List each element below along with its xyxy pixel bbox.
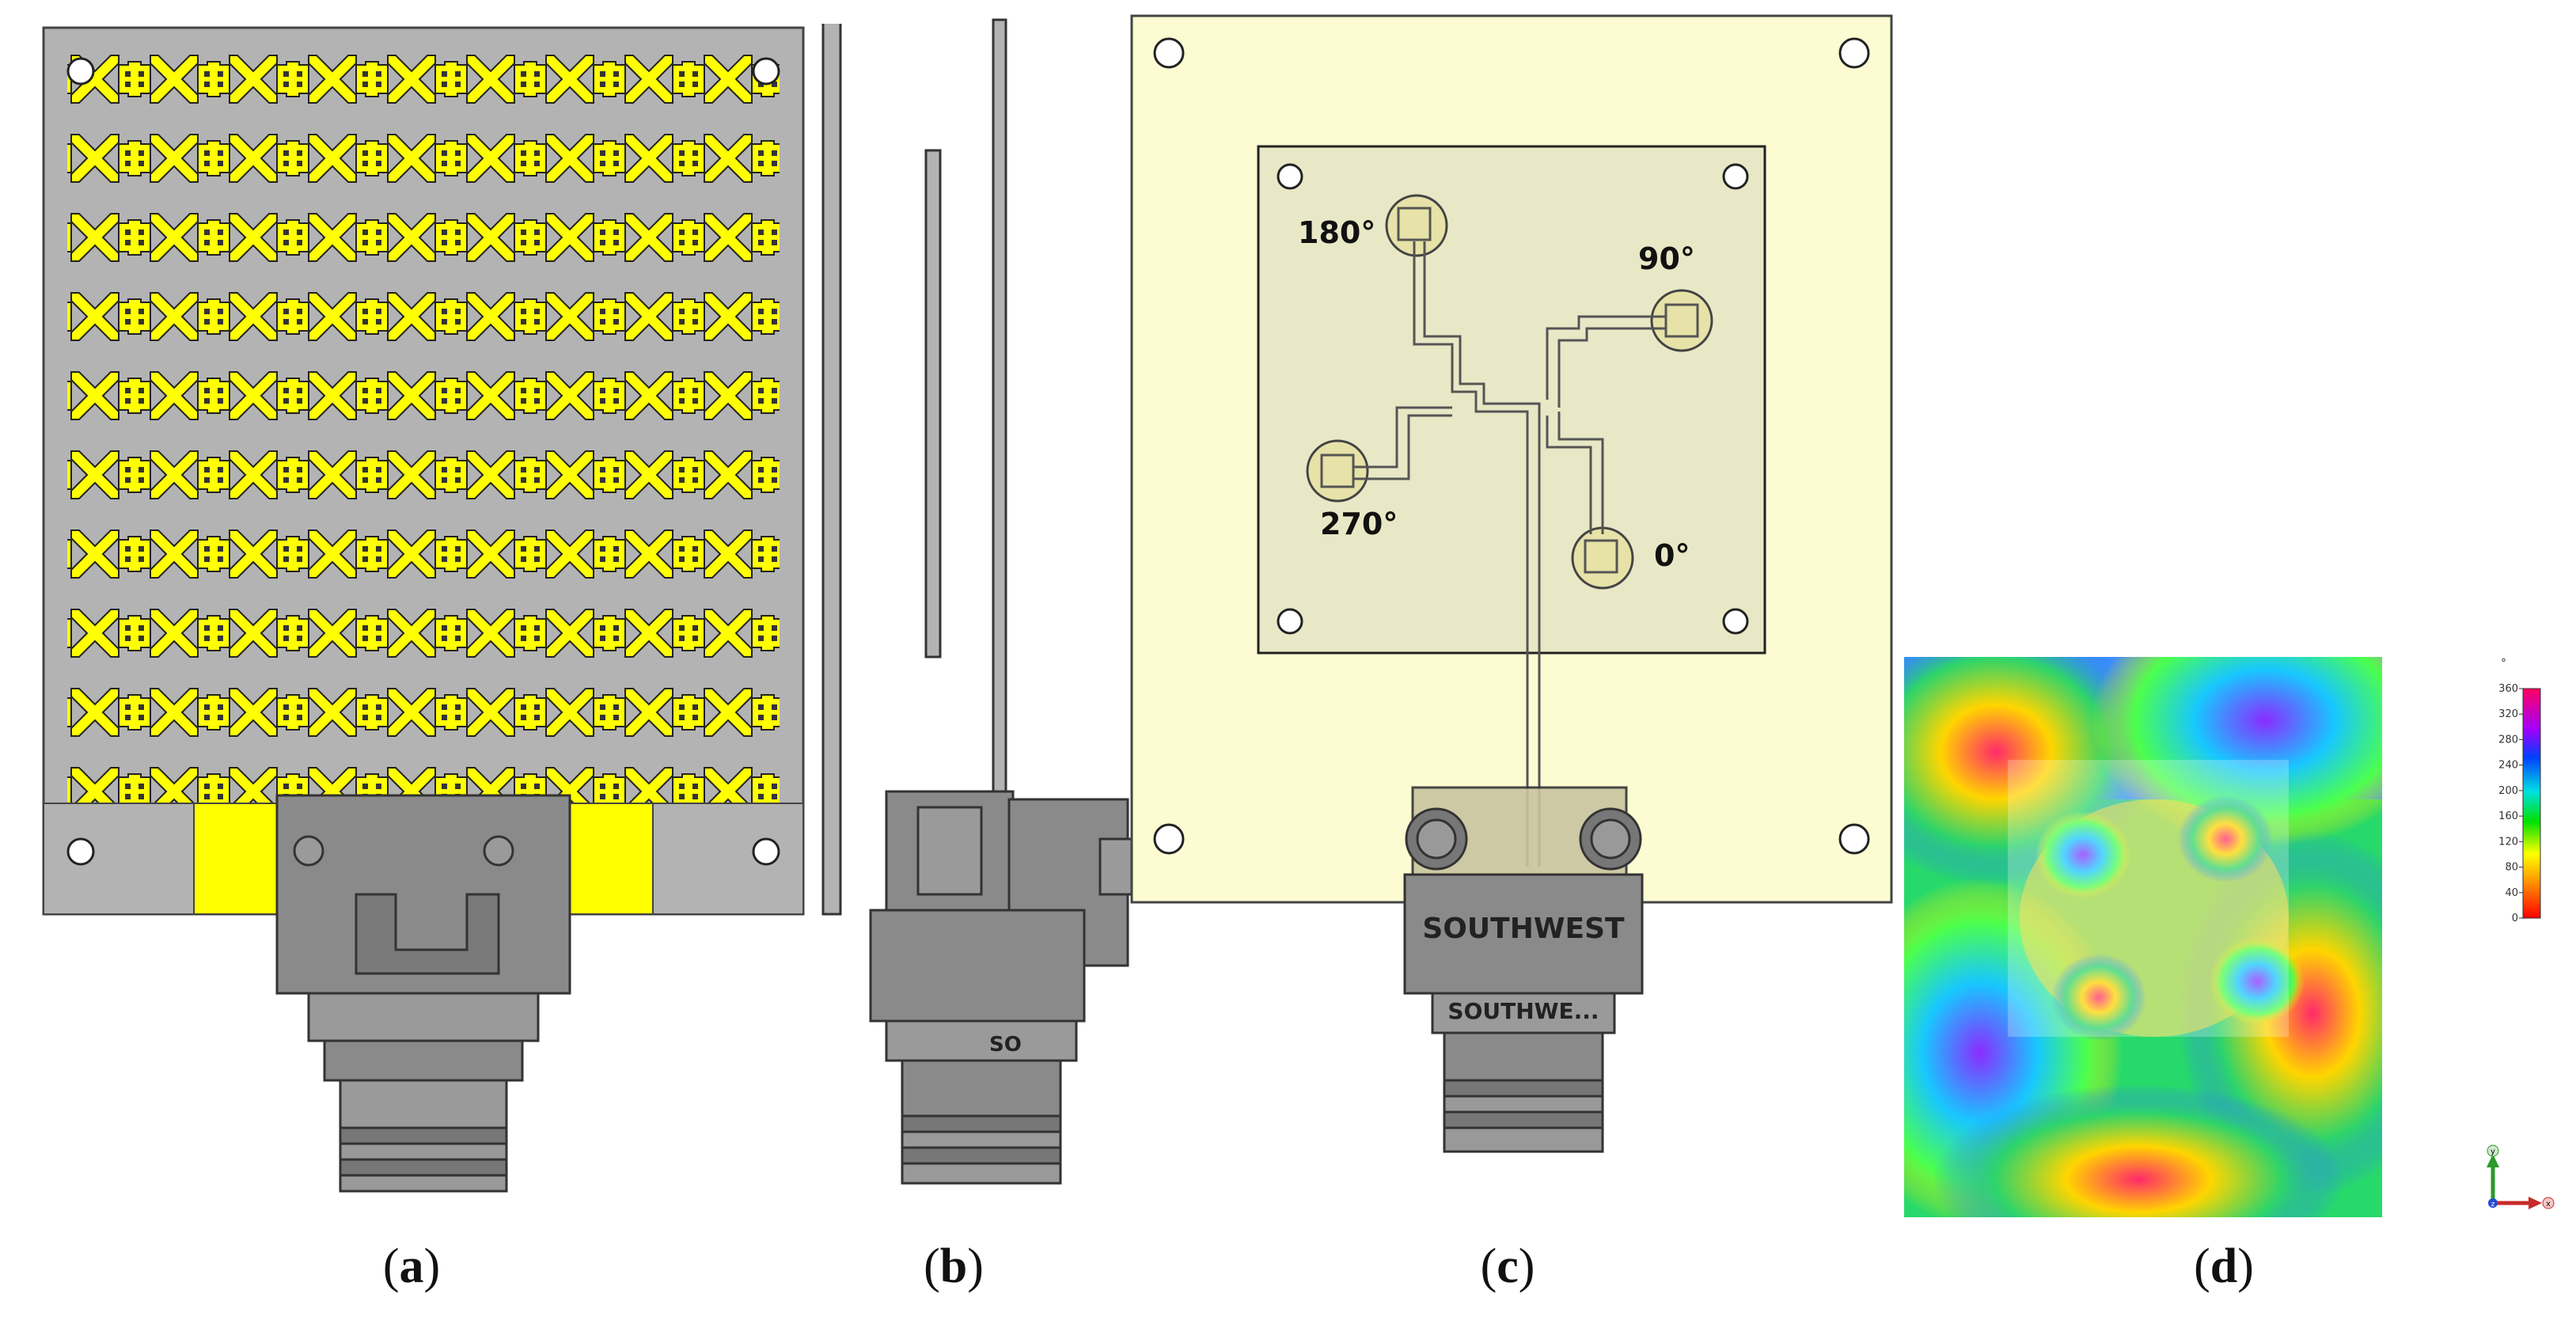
connector-brand-lower: SOUTHWE... <box>1447 998 1599 1024</box>
colorbar-tick-label: 200 <box>2498 785 2518 797</box>
colorbar-tick-label: 240 <box>2498 760 2518 772</box>
colorbar-tick-label: 80 <box>2505 862 2518 874</box>
connector-brand-fragment: SO <box>989 1033 1022 1057</box>
axis-z-label: z <box>2491 1201 2495 1209</box>
colorbar-tick-label: 320 <box>2498 708 2518 720</box>
connector-side <box>869 790 1133 1185</box>
colorbar-tick-label: 0 <box>2512 913 2518 924</box>
phase-distribution-plot: ° 360 320 280 240 200 160 120 80 40 0 y z x <box>1904 657 2555 1217</box>
colorbar <box>2522 688 2541 919</box>
feed-line <box>1423 241 1541 867</box>
sma-connector <box>275 794 571 1193</box>
metasurface-array <box>67 51 780 803</box>
connector-brand: SOUTHWEST <box>1422 913 1625 945</box>
mounting-hole <box>1722 163 1749 190</box>
patch-180 <box>1385 194 1448 257</box>
phase-label-0: 0° <box>1654 538 1690 573</box>
phase-label-180: 180° <box>1298 215 1375 250</box>
feed-line <box>1413 241 1529 867</box>
axis-y-label: y <box>2491 1148 2495 1156</box>
panel-a-metasurface-top-view <box>40 18 863 1199</box>
caption-c: (c) <box>1480 1239 1535 1293</box>
panel-c-feed-network: 180° 90° 270° 0° SOUTHWEST SOUTHWE... <box>1128 12 1919 1203</box>
caption-a: (a) <box>382 1239 441 1293</box>
colorbar-tick-label: 120 <box>2498 836 2518 848</box>
patch-270 <box>1306 439 1369 503</box>
colorbar-tick-label: 40 <box>2505 887 2518 899</box>
axis-x-label: x <box>2546 1200 2551 1209</box>
side-view-drawing: SO <box>869 18 1133 1185</box>
mounting-hole <box>1722 608 1749 635</box>
colorbar-tick-label: 280 <box>2498 734 2518 746</box>
mounting-hole <box>66 57 95 85</box>
panel-b-side-view: SO <box>863 16 1133 1207</box>
mounting-hole <box>1277 163 1303 190</box>
mounting-hole <box>1838 37 1870 69</box>
patch-0 <box>1571 526 1634 590</box>
metasurface-drawing <box>42 18 842 1193</box>
caption-d: (d) <box>2194 1239 2254 1293</box>
metasurface-edge <box>924 149 942 659</box>
phase-label-90: 90° <box>1638 241 1695 276</box>
mounting-hole <box>752 837 780 866</box>
side-plate <box>821 18 842 916</box>
patch-90 <box>1650 289 1713 352</box>
connector-front <box>1403 786 1644 1153</box>
feed-network-drawing: 180° 90° 270° 0° SOUTHWEST SOUTHWE... <box>1130 14 1893 1153</box>
caption-b: (b) <box>924 1239 984 1293</box>
mounting-hole <box>1153 37 1185 69</box>
colorbar-unit: ° <box>2501 657 2506 670</box>
aperture-overlay <box>2008 760 2289 1037</box>
panel-d-phase-map: ° 360 320 280 240 200 160 120 80 40 0 y z x <box>1901 657 2566 1231</box>
phase-label-270: 270° <box>1320 507 1398 541</box>
ground-plane <box>1257 145 1766 655</box>
mounting-hole <box>66 837 95 866</box>
colorbar-tick-label: 160 <box>2498 810 2518 822</box>
axis-triad: y z x <box>2487 1144 2555 1209</box>
mounting-hole <box>1153 823 1185 855</box>
feed-substrate <box>992 18 1007 908</box>
colorbar-tick-label: 360 <box>2498 683 2518 695</box>
mounting-hole <box>752 57 780 85</box>
mounting-hole <box>1838 823 1870 855</box>
mounting-hole <box>1277 608 1303 635</box>
